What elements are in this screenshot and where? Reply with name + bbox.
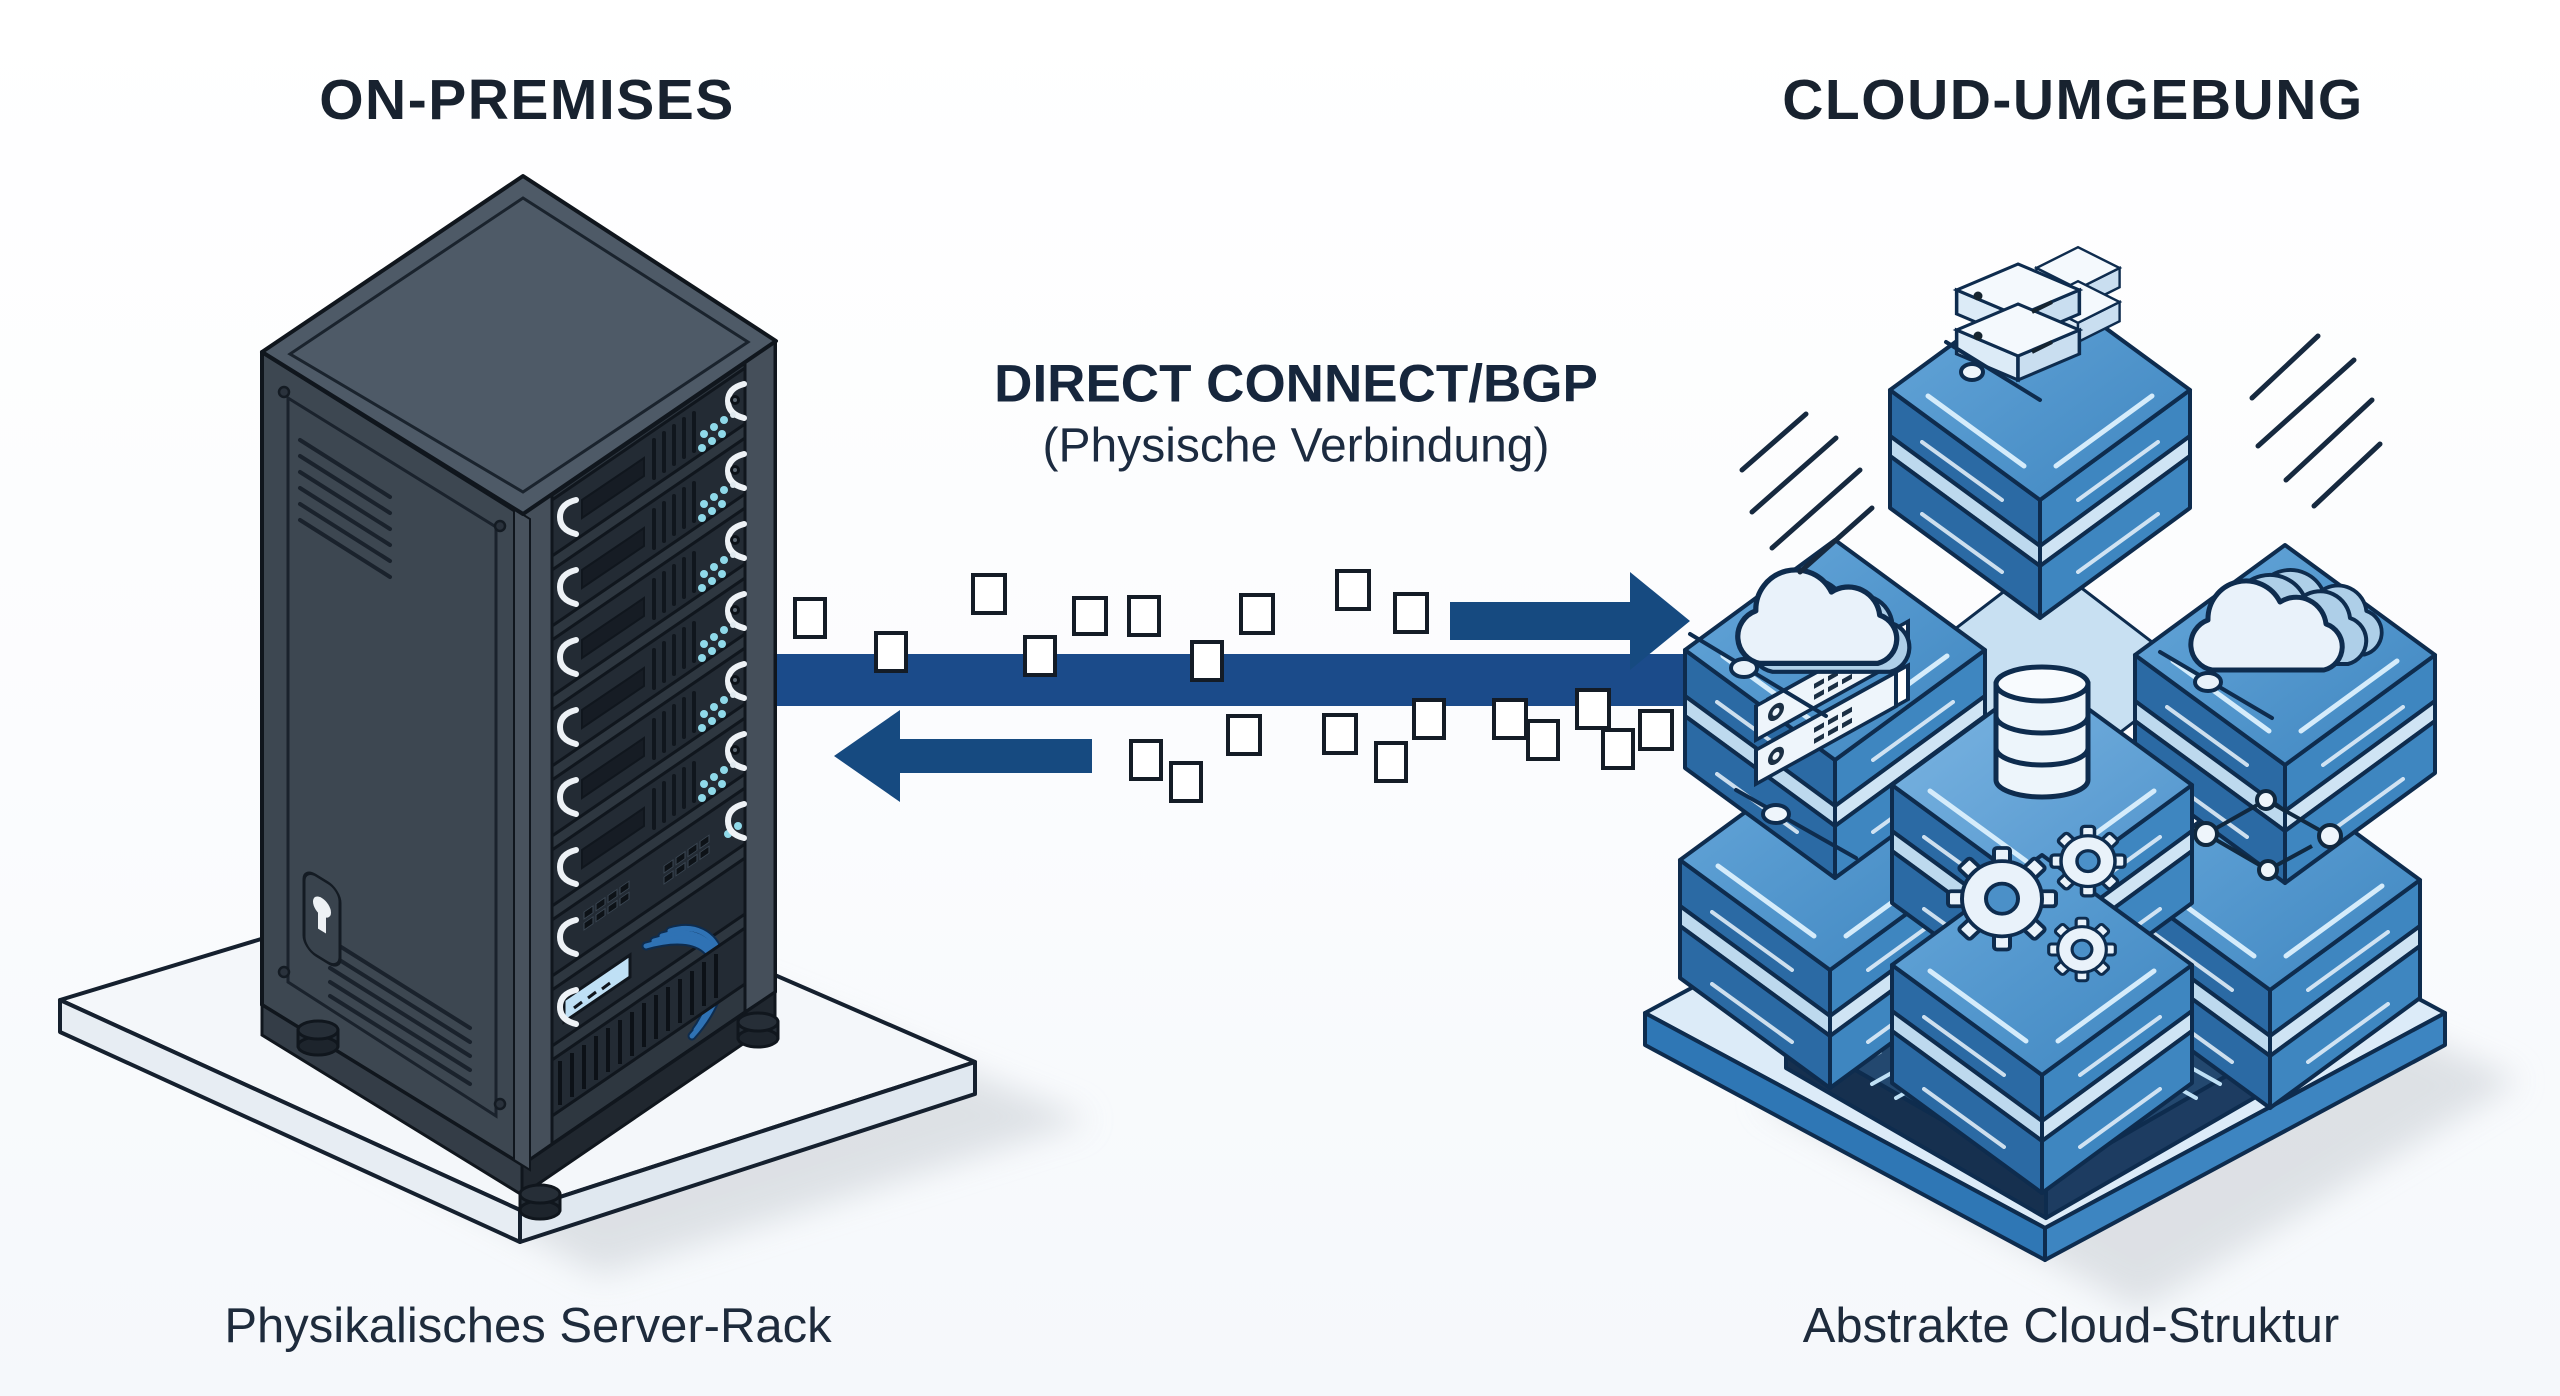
arrow-left-icon [834,710,1092,802]
data-packet-icon [1335,569,1371,611]
data-packet-icon [1638,709,1674,751]
rack-caption: Physikalisches Server-Rack [224,1299,832,1353]
server-rack [260,174,780,1221]
data-packet-icon [1226,714,1262,756]
rack-vent-icon [298,438,472,1086]
rack-grill [558,954,718,1105]
double-cloud-icon [2158,568,2384,720]
connection-sublabel: (Physische Verbindung) [1042,419,1550,473]
cloud-icon [1688,570,1909,718]
data-packet-icon [1393,592,1429,634]
database-icon [1993,664,2091,800]
data-packet-icon [1374,741,1408,783]
data-packet-icon [793,597,827,639]
rack-lcd-display [556,952,632,1027]
cloud-caption: Abstrakte Cloud-Struktur [1802,1299,2340,1353]
data-packet-icon [1129,739,1163,781]
connection-label: DIRECT CONNECT/BGP [994,354,1598,414]
rack-screw-icon [277,385,507,1111]
circuit-nodes-icon [2193,789,2343,881]
data-packet-icon [1601,728,1635,770]
data-packet-icon [1239,593,1275,635]
rack-power-switch [302,871,342,967]
data-packet-icon [874,631,908,673]
data-packet-icon [1072,596,1108,636]
data-packet-icon [1526,719,1560,761]
data-packet-icon [1322,713,1358,755]
speed-lines-icon [1739,333,2383,575]
data-packet-icon [1190,640,1224,682]
connection-band [758,654,1820,706]
data-packet-icon [1492,698,1528,740]
server-stack-icon [1944,245,2121,402]
cloud-title: CLOUD-UMGEBUNG [1782,68,2364,132]
data-packet-icon [1127,595,1161,637]
rack-patch-panel [556,801,747,957]
rack-feet [296,1011,780,1221]
data-packet-icon [1023,635,1057,677]
data-packets [793,569,1674,803]
rack-servers-icon [1734,619,1910,860]
data-packet-icon [1169,761,1203,803]
on-premises-title: ON-PREMISES [319,68,735,132]
arrow-right-icon [1450,572,1690,670]
data-packet-icon [1575,688,1611,730]
data-packet-icon [971,573,1007,615]
data-packet-icon [1412,698,1446,740]
cloud-structure [1643,245,2520,1310]
